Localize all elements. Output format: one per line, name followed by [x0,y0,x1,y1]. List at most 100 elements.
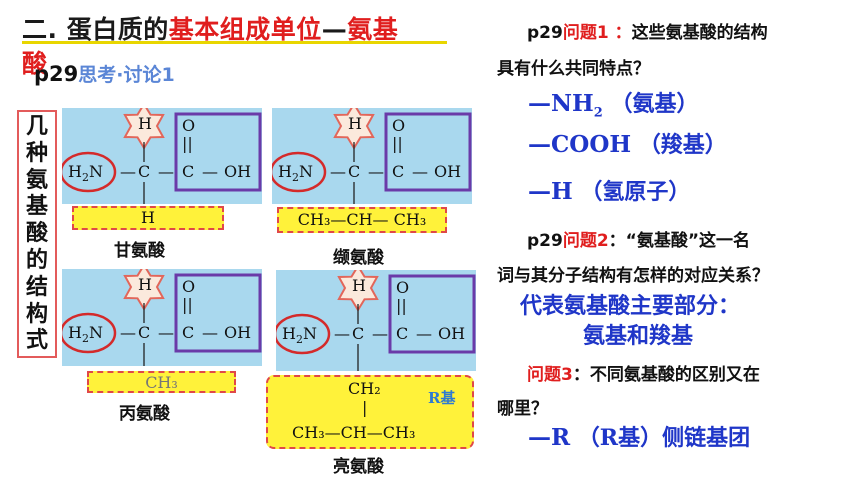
question-1-line1: p29问题1 ：这些氨基酸的结构 [527,18,768,43]
acid-name-leucine: 亮氨酸 [333,457,384,477]
alpha-carbon: C [138,162,151,181]
r-line-2: | [362,398,368,417]
ans-main: —COOH [528,131,632,158]
ans-note: （氢原子） [572,179,691,205]
ans-sub: 2 [593,105,603,121]
hydroxyl: OH [434,162,462,181]
title-part1: 蛋白质的 [66,15,169,44]
ans-main: —NH [528,90,594,117]
q1-colon: ： [608,23,632,43]
amino-sub: 2 [81,171,89,185]
amino-circle [276,313,331,355]
oxygen: O [392,116,406,135]
top-hydrogen: H [138,114,152,133]
carboxyl-box [384,112,472,192]
carboxyl-carbon: C [182,323,195,342]
side-label-box [17,110,57,358]
amino-sub: 2 [295,333,303,347]
acid-name-glycine: 甘氨酸 [114,241,165,261]
hydroxyl: OH [224,323,252,342]
double-bond: || [396,296,407,315]
oxygen: O [182,116,196,135]
top-hydrogen: H [352,276,366,295]
amino-group: H2N [68,162,103,184]
side-label: 几种氨基酸的结构式 [25,114,48,354]
amino-group: H2N [282,324,317,346]
question-2-line2: 词与其分子结构有怎样的对应关系？ [497,266,769,286]
r-group-text: CH₃—CH— CH₃ [297,210,427,229]
amino-h: H [282,324,296,343]
ans-main: —R [528,424,571,451]
q2-label: 问题2 [562,231,609,251]
oxygen: O [182,277,196,296]
slide-title: 二. 蛋白质的基本组成单位—氨基 [22,10,398,46]
r-line-1: CH₂ [348,379,381,398]
carboxyl-carbon: C [396,324,409,343]
ans-note: （羧基） [631,132,727,158]
q1-text1: 这些氨基酸的结构 [631,23,768,43]
amino-circle [62,312,117,354]
carboxyl-box [174,112,262,192]
ans-note: （R基）侧链基团 [570,425,751,451]
q3-text1: ：不同氨基酸的区别又在 [572,365,760,385]
answer-hydrogen: —H （氢原子） [528,174,690,206]
bond-n-c: — [330,162,346,181]
carboxyl-box [388,274,476,354]
think-label: 思考·讨论1 [78,64,175,86]
think-discuss-heading: p29思考·讨论1 [34,60,175,87]
r-group-leucine: CH₂ | CH₃—CH—CH₃ R基 [266,375,474,449]
title-part3: 氨基 [347,15,399,44]
bond-n-c: — [334,324,350,343]
hydroxyl: OH [438,324,466,343]
amino-h: H [278,162,292,181]
bond-n-c: — [120,162,136,181]
acid-name-alanine: 丙氨酸 [119,404,170,424]
title-dash: — [321,15,348,44]
top-hydrogen: H [348,114,362,133]
question-3-line1: 问题3：不同氨基酸的区别又在 [527,360,760,385]
r-group-glycine: H [72,206,224,230]
double-bond: || [392,134,403,153]
q1-page: p29 [527,23,563,43]
bond-c-c: — [372,324,388,343]
title-part2: 基本组成单位 [168,15,322,44]
bond-c-c: — [158,323,174,342]
answer-3: —R （R基）侧链基团 [528,420,750,452]
bond-c-oh: — [412,162,428,181]
amino-sub: 2 [81,332,89,346]
question-3-line2: 哪里？ [497,399,548,419]
alpha-carbon: C [348,162,361,181]
question-2-line1: p29问题2：“氨基酸”这一名 [527,226,750,251]
hydroxyl: OH [224,162,252,181]
answer-amino: —NH2 （氨基） [528,86,698,121]
bond-c-oh: — [202,323,218,342]
r-group-text: CH₃ [145,373,178,392]
formula-graphics [276,270,476,371]
amino-group: H2N [278,162,313,184]
amino-sub: 2 [291,171,299,185]
amino-h: H [68,323,82,342]
amino-n: N [88,162,103,181]
title-part4: 酸 [22,49,48,78]
ans-note: （氨基） [602,91,699,117]
bond-c-oh: — [202,162,218,181]
answer-2-line2: 氨基和羧基 [583,324,694,349]
title-prefix: 二. [22,15,58,44]
q2-page: p29 [527,231,563,251]
question-1-line2: 具有什么共同特点？ [497,59,650,79]
amino-h: H [68,162,82,181]
r-line-3: CH₃—CH—CH₃ [292,423,416,442]
r-group-text: H [141,208,155,227]
ans-main: —H [528,178,573,205]
formula-graphics [62,108,262,204]
double-bond: || [182,295,193,314]
r-group-tag: R基 [428,389,456,407]
amino-n: N [298,162,313,181]
acid-name-valine: 缬氨酸 [333,248,384,268]
answer-carboxyl: —COOH （羧基） [528,127,727,159]
q2-text1: ：“氨基酸”这一名 [608,231,751,251]
